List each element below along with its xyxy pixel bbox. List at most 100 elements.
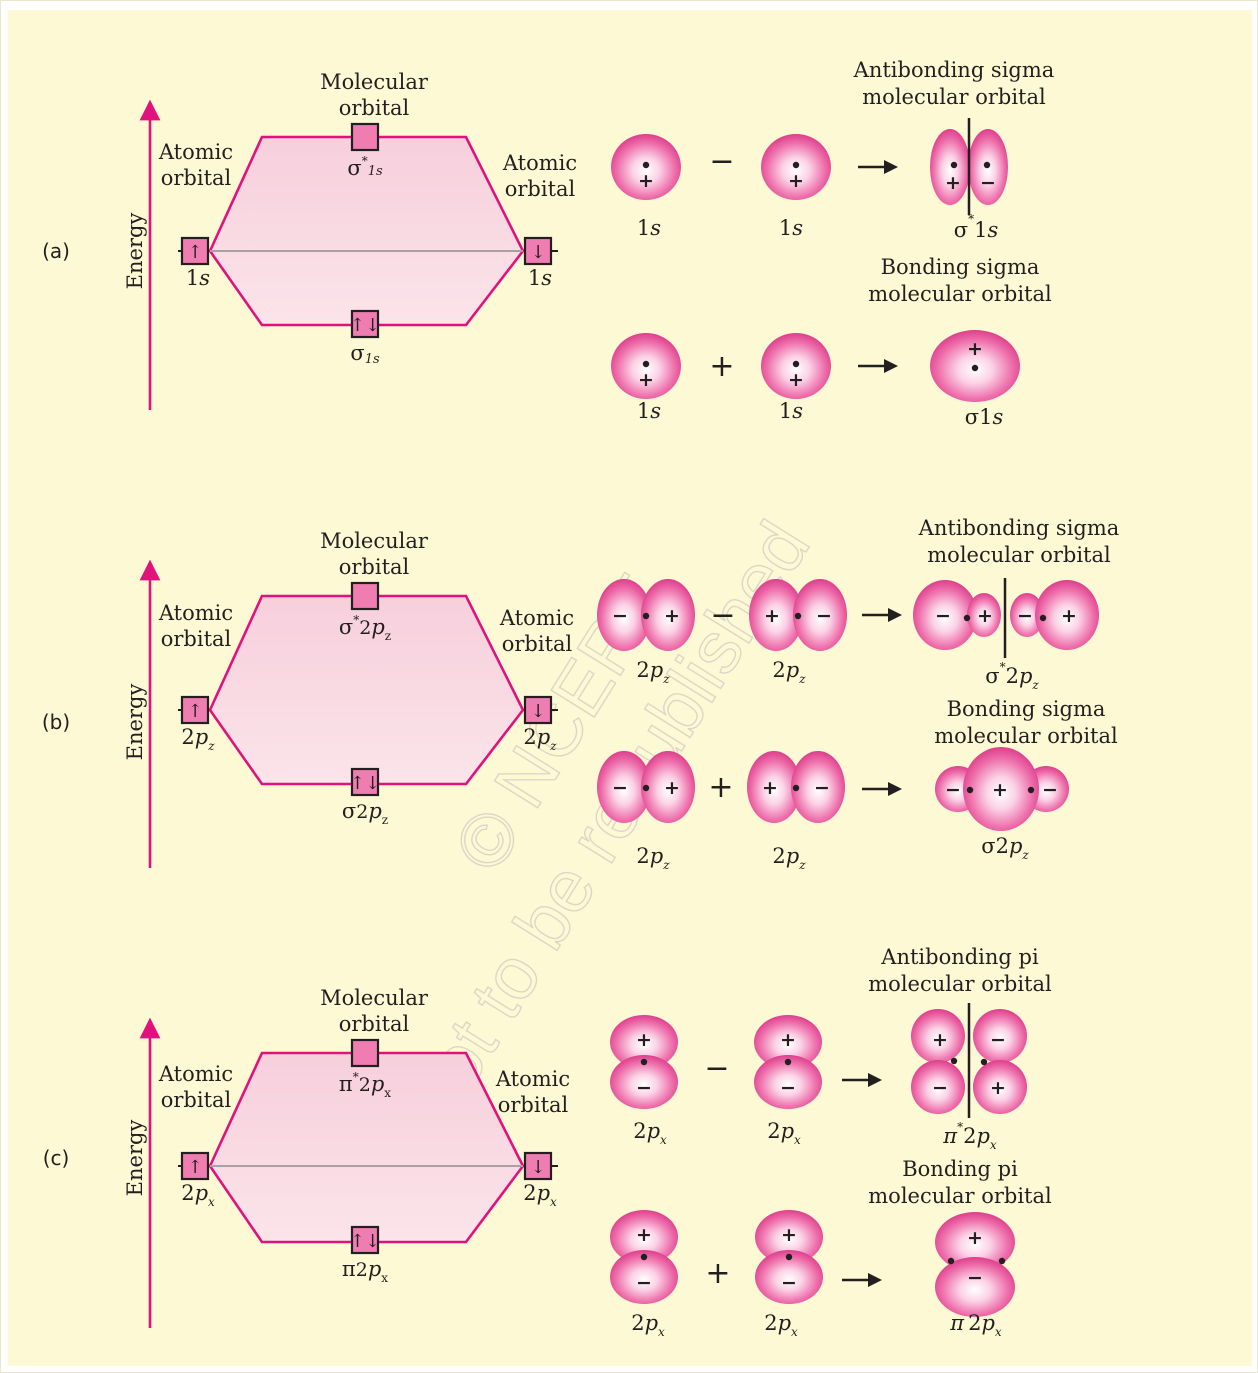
right-ao-box: ↓ [523, 1151, 553, 1181]
ao-label: 2px [631, 1311, 665, 1339]
panel-tag: (a) [42, 239, 70, 263]
antibonding-title-line-2: molecular orbital [862, 85, 1046, 109]
nucleus-dot [966, 786, 974, 794]
ao-label: 1s [779, 399, 803, 423]
2px-lobe-bottom [755, 1250, 823, 1304]
panel-tag: (c) [43, 1146, 70, 1170]
nucleus-dot [980, 1058, 988, 1066]
2pz-lobe [597, 579, 651, 651]
right-ao-box-spin: ↓ [530, 242, 545, 263]
sigma-star-outer-lobe [913, 580, 977, 650]
energy-label: Energy [123, 684, 147, 761]
reaction-arrow [858, 359, 898, 373]
left-ao-box: ↑ [180, 236, 210, 266]
operator-sign: + [709, 349, 734, 384]
nucleus-dot [998, 1257, 1006, 1265]
right-ao-box-spin: ↓ [530, 701, 545, 722]
left-ao-box: ↑ [180, 1151, 210, 1181]
mo-label-line-2: orbital [339, 555, 410, 579]
phase-sign: − [780, 1077, 796, 1099]
phase-sign: − [1042, 779, 1058, 801]
antibonding-mo-box-box [350, 581, 380, 611]
nucleus-dot [794, 612, 802, 620]
nucleus-dot [947, 1257, 955, 1265]
phase-sign: − [932, 1077, 948, 1099]
sigma-star-inner-lobe [967, 593, 1001, 637]
energy-label: Energy [123, 1120, 147, 1197]
bonding-title-line-1: Bonding sigma [881, 255, 1040, 279]
left-ao-box-box [180, 236, 210, 266]
phase-sign: − [935, 605, 951, 627]
phase-sign: + [788, 369, 804, 391]
right-ao-box: ↓ [523, 236, 553, 266]
phase-sign: − [967, 1267, 983, 1289]
phase-sign: + [781, 1224, 797, 1246]
nucleus-dot [792, 360, 800, 368]
ao-right-label-line-2: orbital [502, 632, 573, 656]
phase-sign: + [638, 369, 654, 391]
phase-sign: + [638, 170, 654, 192]
ao-right-label-line-1: Atomic [499, 606, 574, 630]
nucleus-dot [640, 1058, 648, 1066]
right-ao-box: ↓ [523, 695, 553, 725]
reaction-arrow [842, 1073, 882, 1087]
antibonding-mo-label: σ*2pz [339, 613, 391, 643]
phase-sign: − [636, 1272, 652, 1294]
ao_right-level-label: 2pz [523, 725, 557, 753]
phase-sign: + [945, 172, 961, 194]
nucleus-dot [950, 161, 958, 169]
panel-background [8, 10, 1252, 1366]
bonding-title-line-1: Bonding pi [902, 1157, 1018, 1181]
nucleus-dot [642, 612, 650, 620]
ao-label: 1s [779, 216, 803, 240]
ao_right-level-label: 1s [528, 266, 552, 290]
left-ao-box: ↑ [180, 695, 210, 725]
nucleus-dot [792, 784, 800, 792]
right-ao-box-spin: ↓ [530, 1157, 545, 1178]
ao_left-level-label: 2px [181, 1181, 215, 1209]
bonding-title-line-2: molecular orbital [934, 724, 1118, 748]
panel-b: (b)Energy↑↓↑↓MolecularorbitalAtomicorbit… [42, 516, 1119, 872]
phase-sign: + [977, 605, 993, 627]
ao_right-level-label: 2px [523, 1181, 557, 1209]
ao-label: 2px [767, 1119, 801, 1147]
antibonding-result-label: σ*2pz [985, 660, 1039, 692]
nucleus-dot [983, 161, 991, 169]
pi-star-lobe [911, 1060, 965, 1114]
2pz-lobe [597, 751, 651, 823]
phase-sign: + [1061, 605, 1077, 627]
left-ao-box-spin: ↑ [187, 1157, 202, 1178]
ao-left-label-line-1: Atomic [158, 140, 233, 164]
bonding-mo-label: σ2pz [342, 799, 388, 827]
phase-sign: + [967, 1227, 983, 1249]
reaction-arrow [842, 1273, 882, 1287]
ao-right-label-line-2: orbital [505, 177, 576, 201]
mo-label-line-1: Molecular [320, 70, 429, 94]
nucleus-dot [1027, 786, 1035, 794]
panels: (a)Energy↑↓↑↓MolecularorbitalAtomicorbit… [42, 58, 1119, 1339]
nucleus-dot [792, 161, 800, 169]
nucleus-dot [642, 784, 650, 792]
antibonding-lobe-left [930, 129, 970, 205]
ao-label: 2pz [636, 658, 670, 686]
2pz-lobe [747, 751, 801, 823]
phase-sign: + [664, 605, 680, 627]
sigma-2pz-central-lobe [963, 747, 1039, 831]
pi-star-lobe [911, 1009, 965, 1063]
nucleus-dot [640, 1253, 648, 1261]
ao-label: 2px [633, 1119, 667, 1147]
nucleus-dot [642, 161, 650, 169]
operator-sign: + [705, 1256, 730, 1291]
bonding-title-line-2: molecular orbital [868, 1184, 1052, 1208]
2px-lobe-bottom [610, 1055, 678, 1109]
phase-sign: − [990, 1029, 1006, 1051]
antibonding-title-line-2: molecular orbital [868, 972, 1052, 996]
right-ao-box-box [523, 1151, 553, 1181]
pi-star-lobe [973, 1009, 1027, 1063]
antibonding-mo-box-box [350, 1038, 380, 1068]
antibonding-title-line-2: molecular orbital [927, 543, 1111, 567]
ao-left-label-line-2: orbital [161, 1088, 232, 1112]
